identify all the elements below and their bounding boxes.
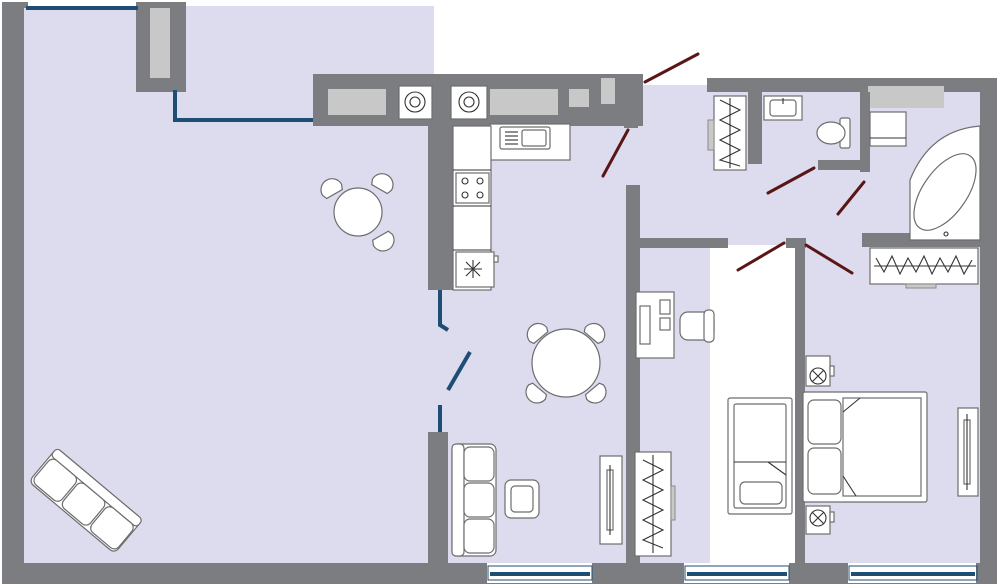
kitchen-counter-3 (569, 89, 589, 107)
single-bed-icon (727, 397, 793, 515)
double-bed-icon (802, 391, 928, 503)
kitchen-dining-table-icon (525, 322, 607, 404)
stove-icon (398, 85, 488, 120)
door-bath-1 (766, 166, 816, 195)
wall-top-right (707, 78, 997, 92)
glass-door-1 (446, 350, 472, 392)
wall-kitchen-left (428, 100, 453, 290)
washbasin-icon (763, 95, 803, 121)
tv-stand-icon (599, 455, 623, 545)
fridge-icon (455, 251, 499, 288)
nightstand-icon-2 (805, 505, 835, 535)
kitchen-counter-4 (601, 78, 615, 104)
wall-kitchen-left-lower (428, 432, 448, 567)
bath-shelf (868, 86, 944, 108)
wall-bath-mid (818, 160, 862, 170)
dining-table-icon (320, 173, 395, 252)
chair-icon (679, 309, 715, 343)
kitchen-counter-2 (490, 89, 558, 115)
desk-icon (635, 291, 675, 359)
doors (601, 52, 866, 275)
kitchen-sofa-icon (451, 443, 497, 557)
ottoman-icon (504, 479, 540, 519)
window-bottom-3-frame (848, 565, 978, 581)
windows (26, 6, 978, 581)
wall-outer-left (2, 2, 24, 584)
door-kitchen (601, 128, 630, 178)
bathtub-icon (909, 125, 981, 241)
wall-bath-left (748, 92, 762, 164)
window-bottom-2-frame (684, 565, 790, 581)
wall-bedroom-left (795, 238, 805, 565)
hob-icon (455, 172, 490, 204)
kitchen-counter-1 (328, 89, 386, 115)
wall-bedroom-top-stub (786, 238, 806, 248)
glass-partition (438, 290, 450, 332)
wall-bath-right (860, 92, 870, 172)
toilet-icon (816, 117, 851, 149)
wall-corridor-top (624, 78, 638, 128)
door-study (736, 241, 786, 272)
wall-top-left (2, 2, 28, 8)
door-bath-2 (836, 180, 866, 216)
kitchen-counter (452, 125, 499, 291)
sink-icon (489, 123, 571, 161)
laundry-shelf-icon (707, 95, 747, 171)
door-entrance (643, 52, 700, 84)
pillar-inner (150, 8, 170, 78)
wall-outer-right (980, 78, 997, 584)
wardrobe-icon (634, 451, 676, 557)
wall-study-top (640, 238, 728, 248)
bath-cabinet-icon (869, 111, 907, 147)
nightstand-icon (805, 355, 835, 387)
window-bottom-1-frame (487, 565, 593, 581)
bedroom-wardrobe-icon (869, 247, 979, 289)
window-living-top (173, 90, 313, 122)
door-bedroom (804, 243, 854, 275)
bedroom-tv-stand-icon (957, 407, 979, 497)
sofa-icon (30, 448, 142, 552)
